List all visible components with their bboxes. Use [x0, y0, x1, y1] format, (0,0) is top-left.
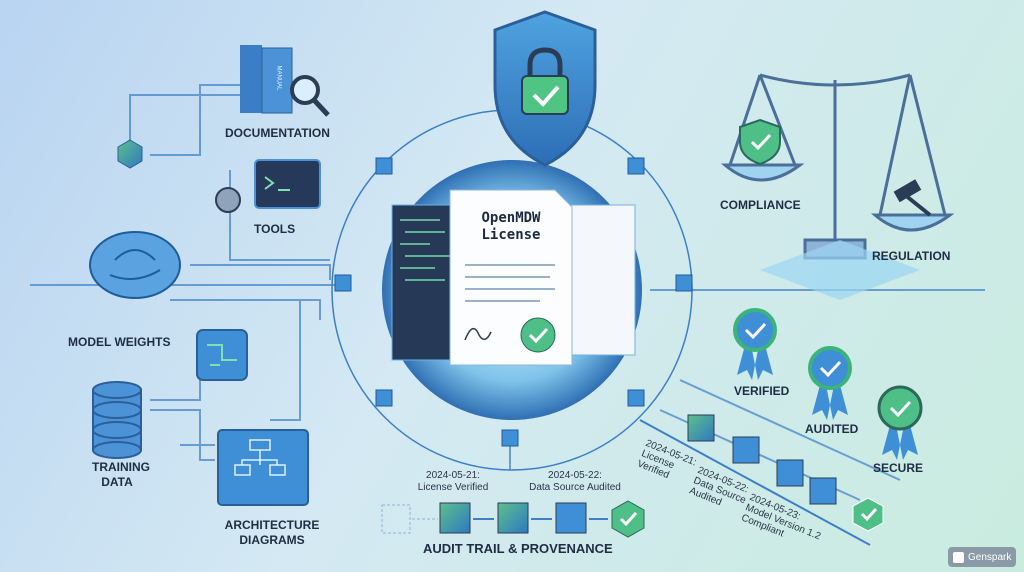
audit-entry-2: 2024-05-22:Data Source Audited	[525, 470, 625, 494]
gavel-icon	[893, 179, 932, 217]
label-training: TRAINING	[92, 460, 150, 474]
chip-icon	[196, 329, 248, 381]
audited-badge-icon	[808, 346, 852, 420]
label-verified: VERIFIED	[734, 384, 790, 398]
label-model-weights: MODEL WEIGHTS	[68, 335, 171, 349]
manual-book-icon	[240, 45, 330, 117]
label-audited: AUDITED	[805, 422, 859, 436]
diagonal-audit-trail	[639, 414, 884, 546]
label-diagrams: DIAGRAMS	[239, 533, 305, 547]
label-compliance: COMPLIANCE	[720, 198, 801, 212]
signature	[464, 327, 492, 341]
genspark-watermark: Genspark	[948, 547, 1016, 567]
seal-icon	[520, 317, 556, 353]
compliance-shield-icon	[739, 118, 781, 166]
license-title-line1: OpenMDW	[481, 210, 541, 226]
audit-entry-1: 2024-05-21:License Verified	[408, 470, 498, 494]
label-secure: SECURE	[873, 461, 924, 475]
audit-entry-date: 2024-05-22:	[548, 470, 602, 481]
audit-entry-text: Data Source Audited	[529, 482, 621, 493]
scales-of-justice-icon	[720, 73, 955, 260]
audit-trail-chain	[381, 500, 645, 538]
audit-trail-title: AUDIT TRAIL & PROVENANCE	[423, 541, 613, 556]
shield-lock-icon	[493, 10, 597, 167]
secure-badge-icon	[877, 385, 923, 460]
brain-icon	[89, 231, 181, 299]
label-architecture: ARCHITECTURE	[224, 518, 320, 532]
genspark-logo-icon	[953, 551, 964, 563]
hex-node-icon	[117, 139, 143, 169]
label-tools: TOOLS	[254, 222, 296, 236]
label-regulation: REGULATION	[872, 249, 951, 263]
manual-book-label: MANUAL	[275, 65, 282, 91]
watermark-text: Genspark	[968, 551, 1012, 563]
network-nodes	[334, 157, 693, 447]
audit-entry-text: License Verified	[417, 482, 489, 493]
tools-terminal-icon	[215, 159, 321, 213]
audit-entry-date: 2024-05-21:	[426, 470, 480, 481]
platform	[760, 240, 920, 300]
database-icon	[92, 381, 142, 459]
label-documentation: DOCUMENTATION	[225, 126, 330, 140]
label-data: DATA	[101, 475, 133, 489]
license-title-line2: License	[481, 227, 541, 243]
verified-badge-icon	[733, 308, 777, 380]
blueprint-icon	[217, 429, 309, 506]
